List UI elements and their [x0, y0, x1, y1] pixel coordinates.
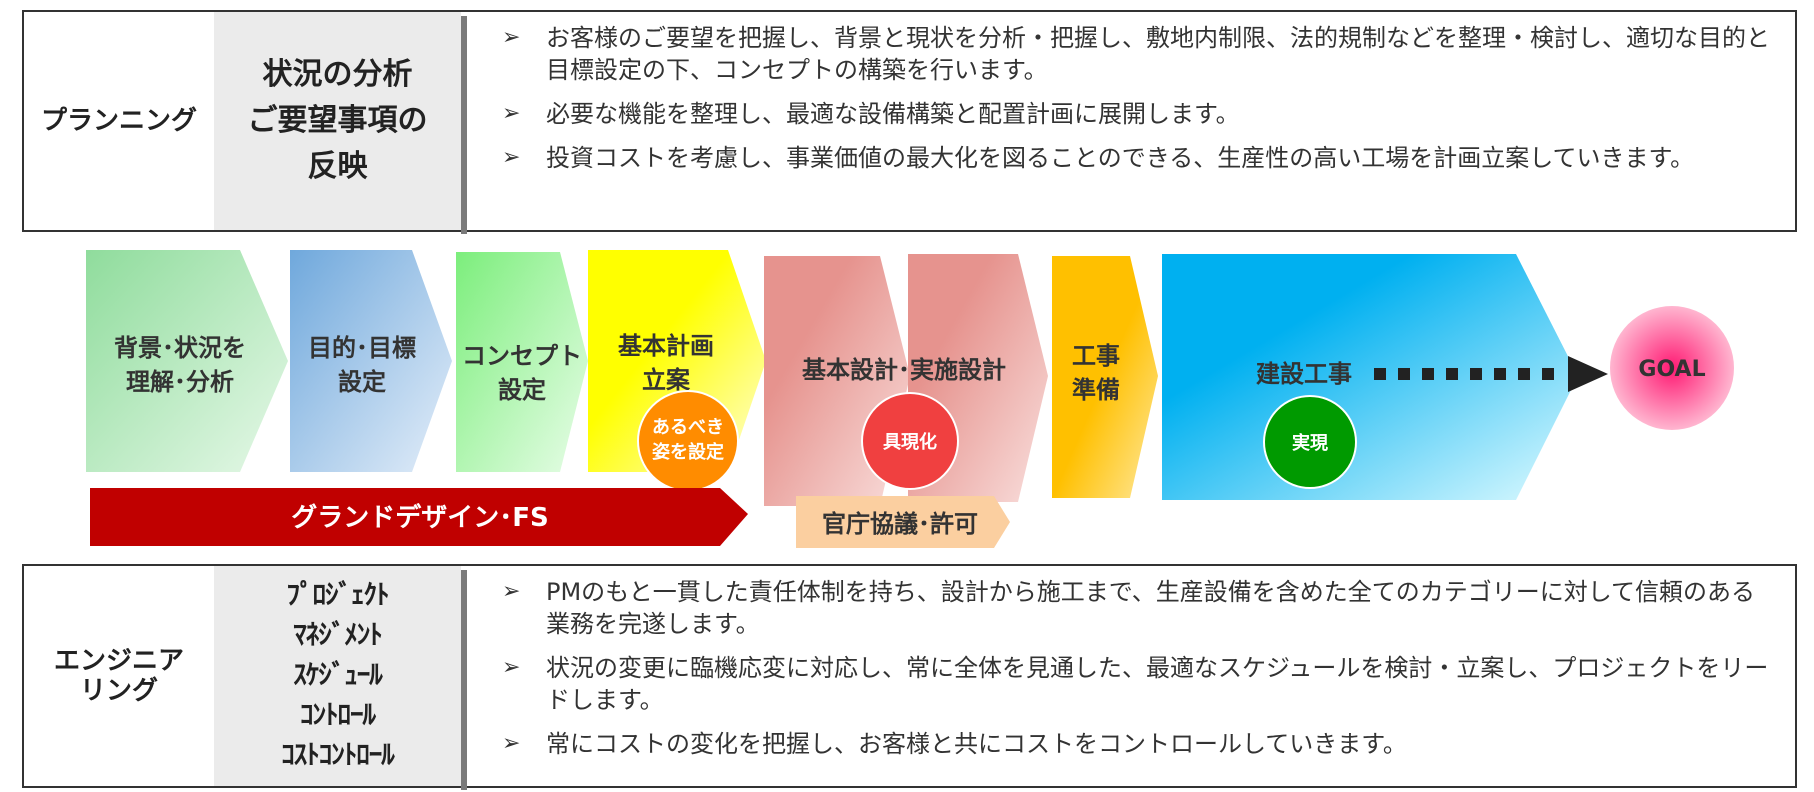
process-flow-diagram: 背景･状況を 理解･分析 目的･目標 設定 コンセプト 設定 基本計画 立案 基… [86, 250, 1734, 548]
flow-step-label: 目的･目標 [308, 334, 416, 362]
bullet-text: お客様のご要望を把握し、背景と現状を分析・把握し、敷地内制限、法的規制などを整理… [546, 24, 1770, 84]
flow-step-construction [1162, 254, 1578, 500]
flow-step-background [86, 250, 288, 472]
flow-step-label: 設定 [338, 368, 386, 396]
flow-step-concept [456, 252, 588, 472]
focus-box-shadow [461, 16, 467, 234]
badge-circle [637, 390, 739, 492]
engineering-bullets: ➢ PMのもと一貫した責任体制を持ち、設計から施工まで、生産設備を含めた全てのカテ… [496, 576, 1775, 772]
bullet-item: ➢ 常にコストの変化を把握し、お客様と共にコストをコントロールしていきます。 [496, 728, 1775, 760]
flow-step-label: 背景･状況を [114, 334, 246, 362]
bullet-arrow-icon: ➢ [502, 579, 521, 604]
bullet-text: 投資コストを考慮し、事業価値の最大化を図ることのできる、生産性の高い工場を計画立… [546, 144, 1695, 172]
flow-step-label: 準備 [1072, 376, 1120, 404]
planning-bullets: ➢ お客様のご要望を把握し、背景と現状を分析・把握し、敷地内制限、法的規制などを整… [496, 22, 1775, 186]
planning-focus-box: 状況の分析 ご要望事項の 反映 [214, 12, 461, 230]
engineering-label: エンジニア リング [24, 566, 214, 786]
bullet-text: 状況の変更に臨機応変に対応し、常に全体を見通した、最適なスケジュールを検討・立案… [546, 654, 1769, 714]
bullet-arrow-icon: ➢ [502, 101, 521, 126]
flow-step-label: 基本設計･実施設計 [802, 356, 1006, 384]
engineering-focus-box: ﾌﾟﾛｼﾞｪｸﾄ ﾏﾈｼﾞﾒﾝﾄ ｽｹｼﾞｭｰﾙ ｺﾝﾄﾛｰﾙ ｺｽﾄｺﾝﾄﾛｰ… [214, 566, 461, 786]
badge-circle [861, 392, 959, 490]
permit-arrow [796, 496, 1010, 548]
flow-step-label: 立案 [642, 366, 691, 394]
planning-focus-line: 反映 [307, 149, 368, 184]
bullet-item: ➢ PMのもと一貫した責任体制を持ち、設計から施工まで、生産設備を含めた全てのカテ… [496, 576, 1775, 640]
engineering-label-line: エンジニア [53, 646, 184, 676]
badge-label: あるべき [652, 417, 724, 438]
badge-label: 姿を設定 [652, 441, 724, 463]
bullet-arrow-icon: ➢ [502, 25, 521, 50]
bullet-arrow-icon: ➢ [502, 731, 521, 756]
flow-step-label: 設定 [498, 376, 546, 404]
flow-step-goal-setting [290, 250, 452, 472]
flow-step-label: コンセプト [462, 342, 582, 370]
permit-label: 官庁協議･許可 [822, 510, 978, 538]
flow-step-label: 基本計画 [618, 332, 714, 360]
badge-label: 実現 [1292, 432, 1328, 454]
bullet-item: ➢ 投資コストを考慮し、事業価値の最大化を図ることのできる、生産性の高い工場を計画… [496, 142, 1775, 174]
progress-dotted-arrow [1374, 356, 1608, 392]
engineering-panel: エンジニア リング ﾌﾟﾛｼﾞｪｸﾄ ﾏﾈｼﾞﾒﾝﾄ ｽｹｼﾞｭｰﾙ ｺﾝﾄﾛｰ… [22, 564, 1797, 790]
planning-label: プランニング [40, 106, 197, 136]
bullet-item: ➢ お客様のご要望を把握し、背景と現状を分析・把握し、敷地内制限、法的規制などを整… [496, 22, 1775, 86]
planning-panel: プランニング 状況の分析 ご要望事項の 反映 ➢ お客様のご要望を把握し、背景と現… [22, 10, 1797, 234]
bullet-arrow-icon: ➢ [502, 145, 521, 170]
flow-step-label: 工事 [1072, 342, 1120, 370]
engineering-label-line: リング [79, 676, 158, 706]
bullet-text: PMのもと一貫した責任体制を持ち、設計から施工まで、生産設備を含めた全てのカテゴ… [546, 578, 1756, 638]
badge-label: 具現化 [883, 431, 937, 453]
engineering-focus-line: ﾏﾈｼﾞﾒﾝﾄ [293, 620, 382, 651]
bullet-item: ➢ 状況の変更に臨機応変に対応し、常に全体を見通した、最適なスケジュールを検討・立… [496, 652, 1775, 716]
goal-label: GOAL [1638, 357, 1705, 382]
planning-focus-line: ご要望事項の [247, 103, 428, 138]
grand-design-label: グランドデザイン･FS [291, 502, 549, 533]
bullet-item: ➢ 必要な機能を整理し、最適な設備構築と配置計画に展開します。 [496, 98, 1775, 130]
badge-circle [1263, 395, 1357, 489]
engineering-focus-line: ｺｽﾄｺﾝﾄﾛｰﾙ [281, 740, 394, 771]
focus-box-shadow [461, 570, 467, 790]
goal-circle [1610, 306, 1734, 430]
flow-step-prep [1052, 256, 1158, 498]
flow-step-label: 建設工事 [1256, 360, 1352, 388]
engineering-focus-line: ｽｹｼﾞｭｰﾙ [293, 660, 382, 691]
engineering-focus-line: ｺﾝﾄﾛｰﾙ [300, 700, 376, 731]
bullet-text: 常にコストの変化を把握し、お客様と共にコストをコントロールしていきます。 [546, 730, 1407, 758]
grand-design-arrow [90, 488, 748, 546]
bullet-text: 必要な機能を整理し、最適な設備構築と配置計画に展開します。 [546, 100, 1240, 128]
engineering-focus-line: ﾌﾟﾛｼﾞｪｸﾄ [286, 580, 390, 611]
flow-step-label: 理解･分析 [126, 368, 234, 396]
bullet-arrow-icon: ➢ [502, 655, 521, 680]
planning-focus-line: 状況の分析 [262, 57, 413, 92]
